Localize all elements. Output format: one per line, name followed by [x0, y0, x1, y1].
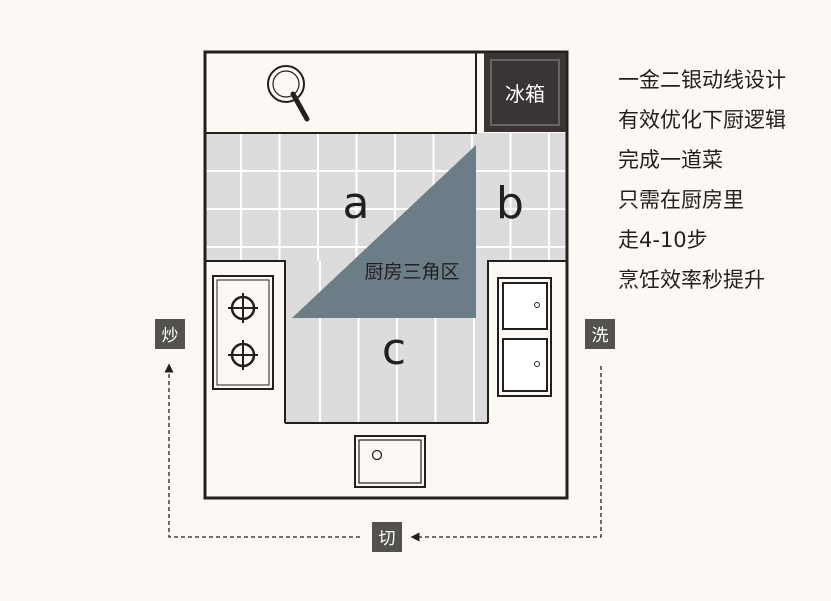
wok-icon	[267, 65, 310, 122]
stove-inner	[216, 279, 270, 386]
prep-sink	[354, 435, 426, 488]
sink-basin-bottom	[502, 338, 548, 392]
room-wall	[203, 50, 569, 500]
zone-b-label: b	[496, 178, 524, 229]
drain-icon	[534, 361, 540, 367]
cut-label: 切	[379, 529, 396, 549]
sink-frame	[497, 277, 552, 397]
right-counter	[487, 260, 566, 423]
fridge-inner	[490, 59, 560, 126]
left-counter	[206, 260, 286, 423]
flow-arrows	[164, 363, 602, 542]
double-sink	[497, 277, 552, 397]
triangle-label: 厨房三角区	[364, 261, 459, 283]
stove-body	[212, 275, 274, 390]
burner-icon	[228, 340, 258, 370]
fridge-label: 冰箱	[505, 82, 545, 106]
wash-tag: 洗	[585, 319, 615, 349]
flow-arrow-cut-to-fry	[164, 363, 360, 538]
cut-tag: 切	[372, 522, 402, 552]
burner-icon	[228, 293, 258, 323]
zone-a-label: a	[343, 178, 370, 229]
top-counter	[206, 53, 477, 134]
sink-basin-top	[502, 282, 548, 330]
drain-icon	[371, 449, 383, 461]
caption-line: 走4-10步	[618, 228, 708, 252]
wash-label: 洗	[592, 326, 609, 346]
zone-c-label: c	[382, 324, 406, 375]
caption-line: 烹饪效率秒提升	[618, 268, 765, 292]
fridge-box	[484, 53, 566, 132]
flow-arrow-wash-to-cut	[410, 366, 602, 542]
caption-line: 完成一道菜	[618, 148, 723, 172]
kitchen-triangle	[292, 145, 476, 318]
stir-fry-label: 炒	[162, 326, 179, 346]
stir-fry-tag: 炒	[155, 319, 185, 349]
stove	[212, 275, 274, 390]
caption-line: 有效优化下厨逻辑	[618, 108, 786, 132]
caption-text: 一金二银动线设计 有效优化下厨逻辑 完成一道菜 只需在厨房里 走4-10步 烹饪…	[618, 60, 818, 300]
fridge: 冰箱	[484, 53, 566, 132]
drain-icon	[534, 302, 540, 308]
caption-line: 只需在厨房里	[618, 188, 744, 212]
caption-line: 一金二银动线设计	[618, 68, 786, 92]
